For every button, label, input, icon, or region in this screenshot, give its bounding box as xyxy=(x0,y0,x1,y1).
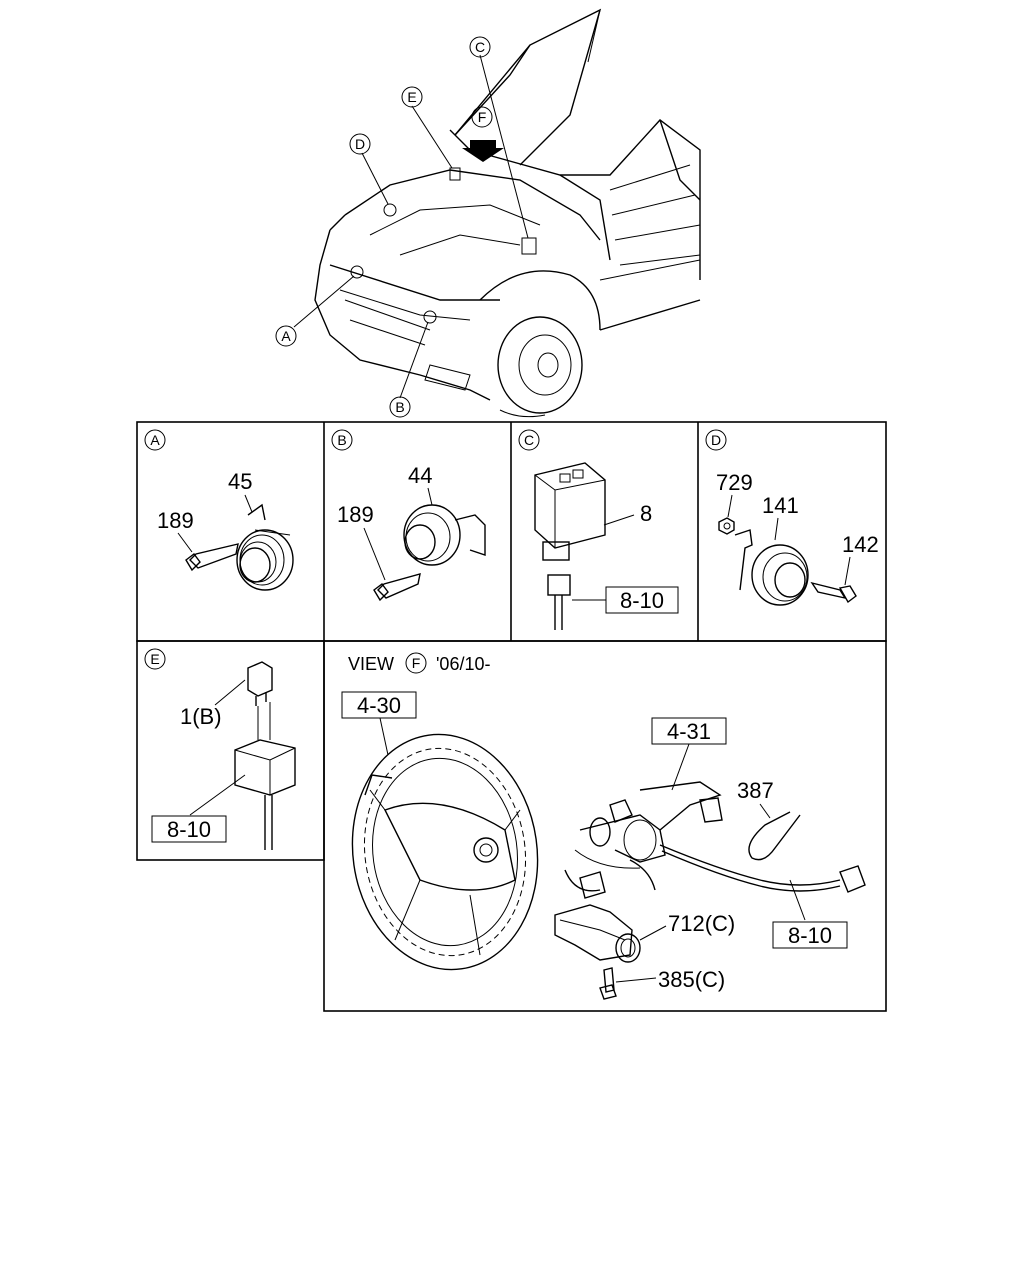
svg-text:D: D xyxy=(355,136,365,152)
panel-F: VIEW F '06/10- 4-30 4-31 xyxy=(341,652,866,1000)
nut-icon xyxy=(718,517,735,535)
svg-text:385(C): 385(C) xyxy=(658,967,725,992)
svg-text:4-30: 4-30 xyxy=(357,693,401,718)
svg-text:142: 142 xyxy=(842,532,879,557)
svg-text:387: 387 xyxy=(737,778,774,803)
svg-text:189: 189 xyxy=(337,502,374,527)
bolt-icon xyxy=(810,581,857,604)
ignition-switch-icon xyxy=(554,904,641,963)
ref-box xyxy=(341,691,417,719)
ref-box xyxy=(605,586,679,614)
ref-box xyxy=(151,815,227,843)
view-arrow-icon xyxy=(462,140,504,162)
wire-harness-icon xyxy=(564,844,866,899)
svg-text:E: E xyxy=(150,651,159,667)
horn-icon xyxy=(403,504,486,566)
svg-text:F: F xyxy=(478,109,487,125)
svg-text:729: 729 xyxy=(716,470,753,495)
panel-B: B 44 189 xyxy=(331,429,486,602)
svg-text:F: F xyxy=(412,655,421,671)
callout-E: E xyxy=(401,86,423,108)
screw-icon xyxy=(599,967,617,1000)
panel-A: A 45 189 xyxy=(144,429,294,591)
svg-text:C: C xyxy=(524,432,534,448)
svg-text:4-31: 4-31 xyxy=(667,719,711,744)
svg-text:E: E xyxy=(407,89,416,105)
cable-tie-icon xyxy=(748,811,801,861)
bolt-icon xyxy=(185,543,239,572)
vehicle-overview xyxy=(314,8,701,418)
svg-text:B: B xyxy=(337,432,346,448)
svg-text:189: 189 xyxy=(157,508,194,533)
panel-E: E 1(B) 8-10 xyxy=(144,648,296,850)
ref-box xyxy=(772,921,848,949)
svg-text:8: 8 xyxy=(640,501,652,526)
callout-leaders xyxy=(293,54,529,399)
callout-F: F xyxy=(471,106,493,128)
relay-icon xyxy=(234,661,296,850)
svg-text:'06/10-: '06/10- xyxy=(436,654,490,674)
svg-text:712(C): 712(C) xyxy=(668,911,735,936)
svg-text:D: D xyxy=(711,432,721,448)
svg-text:141: 141 xyxy=(762,493,799,518)
svg-text:45: 45 xyxy=(228,469,252,494)
panel-D: D 729 141 142 xyxy=(705,429,879,606)
svg-text:8-10: 8-10 xyxy=(620,588,664,613)
svg-text:B: B xyxy=(395,399,404,415)
callout-B: B xyxy=(389,396,411,418)
horn-icon xyxy=(236,503,294,591)
bolt-icon xyxy=(373,573,421,602)
svg-text:VIEW: VIEW xyxy=(348,654,394,674)
callout-D: D xyxy=(349,133,371,155)
svg-text:1(B): 1(B) xyxy=(180,704,222,729)
callout-C: C xyxy=(469,36,491,58)
panel-grid xyxy=(136,421,887,1012)
steering-column-icon xyxy=(574,781,723,891)
svg-text:A: A xyxy=(150,432,160,448)
svg-text:8-10: 8-10 xyxy=(788,923,832,948)
steering-wheel-icon xyxy=(351,733,539,971)
svg-text:44: 44 xyxy=(408,463,432,488)
svg-text:C: C xyxy=(475,39,485,55)
svg-text:8-10: 8-10 xyxy=(167,817,211,842)
panel-C: C 8 8-10 xyxy=(518,429,679,630)
horn-icon xyxy=(734,529,809,606)
callout-A: A xyxy=(275,325,297,347)
control-unit-icon xyxy=(534,462,606,630)
svg-text:A: A xyxy=(281,328,291,344)
